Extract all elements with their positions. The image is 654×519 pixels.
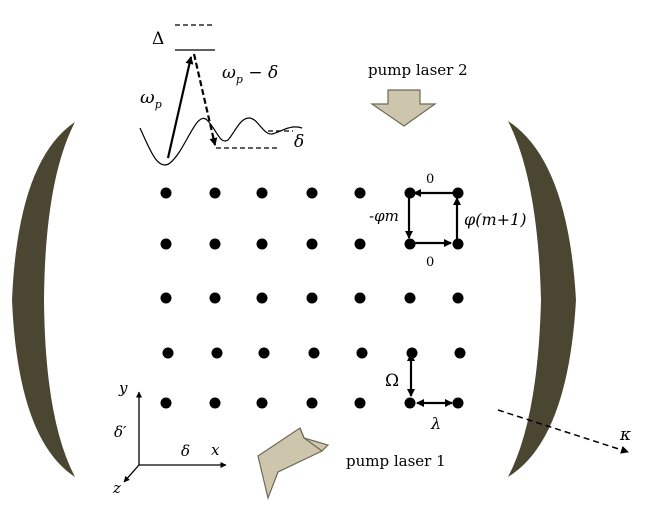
lattice-site [256,187,268,199]
plaquette-bottom-label: 0 [426,255,434,270]
lattice-site [404,238,416,250]
lattice-site [404,187,416,199]
axis-z-label: z [112,479,121,497]
plaquette-left-label: -φm [369,207,399,225]
lattice-site [209,397,221,409]
plaquette-loop: 0 0 -φm φ(m+1) [369,172,526,270]
detuning-label: Δ [152,29,164,49]
lattice-site [354,397,366,409]
lattice-site [454,347,466,359]
lattice-site [209,292,221,304]
lattice-site [162,347,174,359]
pump-laser-2-label: pump laser 2 [368,61,468,79]
lattice-site [354,238,366,250]
plaquette-top-label: 0 [426,172,434,187]
lattice-site [256,292,268,304]
axis-delta-prime-label: δ′ [114,423,127,441]
right-mirror-icon [508,121,576,477]
lattice-site [404,292,416,304]
lattice-site [354,187,366,199]
axis-x-label: x [211,441,220,459]
omega-p-minus-delta-label: ωp − δ [222,63,278,86]
pump-laser-1-arrow-icon [257,427,330,501]
lattice-site [452,187,464,199]
lattice-site [452,292,464,304]
left-mirror-icon [12,122,75,477]
lattice-site [306,397,318,409]
omega-coupling-label: Ω [385,371,399,391]
omega-p-label: ωp [140,87,162,111]
lattice-site [356,347,368,359]
lattice-site [160,187,172,199]
lattice-site [306,238,318,250]
plaquette-right-label: φ(m+1) [464,210,526,229]
lattice-site [452,238,464,250]
lattice-site [256,238,268,250]
delta-level-label: δ [294,132,304,152]
pump-laser-1-label: pump laser 1 [346,452,446,470]
kappa-label: κ [619,425,631,445]
potential-curve [139,117,303,166]
lattice-site [209,238,221,250]
lattice-site [258,347,270,359]
lattice-site [209,187,221,199]
lattice-site [160,238,172,250]
lattice-site [452,397,464,409]
lattice-site [404,397,416,409]
lattice-site [306,292,318,304]
axis-y-label: y [118,379,128,397]
lattice-site [160,397,172,409]
lattice [160,187,466,409]
lattice-site [160,292,172,304]
axis-delta-label: δ [181,442,190,460]
coupling-arrows: Ω λ [385,353,453,433]
kappa-decay-arrow [497,409,629,454]
energy-level-scheme: Δ ωp ωp − δ δ [139,24,304,166]
lattice-site [308,347,320,359]
lattice-site [211,347,223,359]
lattice-site [354,292,366,304]
lattice-site [256,397,268,409]
lambda-coupling-label: λ [430,414,441,433]
lattice-site [306,187,318,199]
coordinate-axes: y x z δ′ δ [112,379,227,497]
pump-laser-2-arrow-icon [370,89,437,127]
